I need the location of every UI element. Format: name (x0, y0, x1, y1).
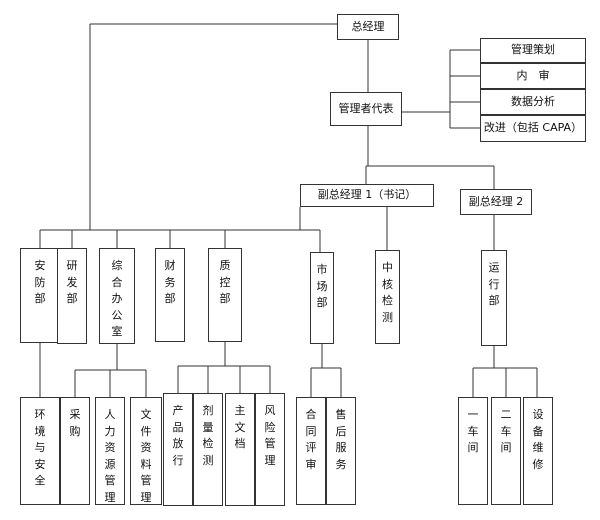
node-management-planning-label: 管理策划 (511, 43, 555, 57)
node-operations-dept: 运行部运行部 (481, 250, 507, 346)
node-marketing-dept: 市场部市场部 (310, 252, 334, 344)
node-deputy-gm-2: 副总经理 2 (460, 189, 532, 215)
node-quality-dept: 质控部质控部 (208, 248, 242, 342)
node-security-dept: 安防部安防部 (20, 248, 60, 343)
node-rnd-dept: 研发部研发部 (57, 248, 87, 344)
node-after-sales: 售后服务售后服务 (326, 397, 356, 505)
node-improvement: 改进（包括 CAPA） (480, 115, 586, 142)
node-procurement: 采购采购 (60, 397, 90, 505)
node-general-manager: 总经理 (337, 14, 399, 40)
node-management-representative: 管理者代表 (330, 92, 402, 126)
node-deputy-gm-1: 副总经理 1（书记） (300, 184, 434, 207)
node-internal-audit-label: 内 审 (516, 68, 550, 82)
node-document-management: 文件资料管理文件资料管理 (130, 397, 162, 505)
node-product-release: 产品放行产品放行 (163, 393, 193, 506)
node-general-office: 综合办公室综合办公室 (99, 248, 135, 344)
node-general-manager-label: 总经理 (351, 19, 385, 33)
node-workshop-2: 二车间二车间 (491, 397, 521, 505)
node-data-analysis: 数据分析 (480, 89, 586, 115)
node-deputy-gm-2-label: 副总经理 2 (468, 194, 524, 208)
node-improvement-label: 改进（包括 CAPA） (483, 121, 583, 135)
node-finance-dept: 财务部财务部 (155, 248, 185, 342)
node-contract-review: 合同评审合同评审 (296, 397, 326, 505)
node-env-safety: 环境与安全环境与安全 (20, 397, 60, 505)
node-inspection: 中核检测中核检测 (375, 250, 400, 344)
node-workshop-1: 一车间一车间 (458, 397, 488, 505)
node-risk-management: 风险管理风险管理 (255, 393, 285, 506)
node-internal-audit: 内 审 (480, 63, 586, 89)
node-equipment-maintenance: 设备维修设备维修 (523, 397, 553, 505)
node-management-planning: 管理策划 (480, 38, 586, 63)
node-data-analysis-label: 数据分析 (511, 94, 555, 108)
node-management-representative-label: 管理者代表 (338, 101, 394, 115)
node-master-files: 主文档主文档 (225, 393, 255, 506)
node-hr-management: 人力资源管理人力资源管理 (95, 397, 125, 505)
node-deputy-gm-1-label: 副总经理 1（书记） (317, 188, 417, 202)
node-dose-testing: 剂量检测剂量检测 (193, 393, 223, 506)
